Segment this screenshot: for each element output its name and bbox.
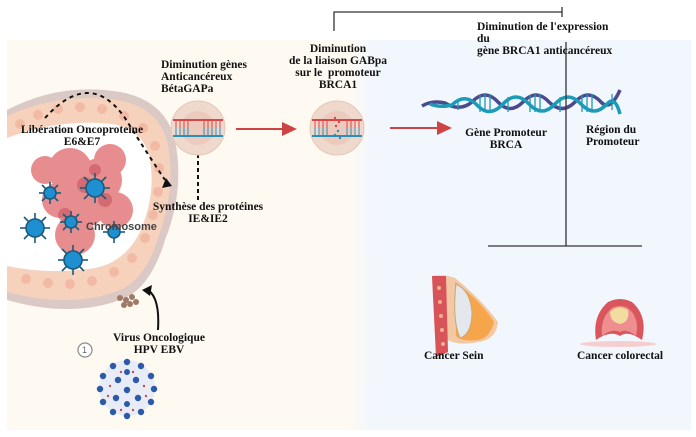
red-arrow-2 [390, 121, 452, 135]
infected-tissue-cell-icon [7, 89, 179, 309]
colorectal-tumor-icon [580, 299, 656, 347]
label-synthese-proteines: Synthèse des protéines IE&IE2 [152, 201, 264, 225]
label-cancer-colorectal: Cancer colorectal [577, 350, 664, 362]
label-virus-oncologique: Virus Oncologique HPV EBV [113, 332, 205, 356]
dna-helix-icon [421, 89, 622, 115]
label-diminution-genes: Diminution gènes Anticancéreux BétaGAPa [161, 59, 247, 95]
label-cancer-sein: Cancer Sein [424, 350, 484, 362]
gene-circle-2-icon [309, 100, 365, 156]
red-arrow-1 [236, 122, 297, 136]
step-number-label: 1 [82, 345, 88, 355]
step-number-badge [77, 342, 93, 358]
virus-entry-arrow [147, 289, 160, 331]
dashed-curved-arrow [44, 92, 166, 181]
label-diminution-expression: Diminution de l'expression du gène BRCA1… [477, 21, 613, 57]
breast-icon [432, 275, 498, 356]
label-chromosome: Chromosome [86, 221, 157, 233]
label-region-promoteur: Région du Promoteur [586, 124, 640, 148]
label-liberation-oncoproteine: Libération Oncoproteine E6&E7 [20, 124, 144, 148]
gene-circle-1-icon [170, 100, 226, 156]
virus-particle-icon [96, 358, 158, 420]
inhibition-t-bar [488, 42, 642, 247]
label-diminution-liaison: Diminution de la liaison GABpa sur le pr… [288, 43, 388, 91]
label-gene-promoteur: Gène Promoteur BRCA [465, 127, 547, 151]
inhibition-bracket [333, 7, 563, 31]
